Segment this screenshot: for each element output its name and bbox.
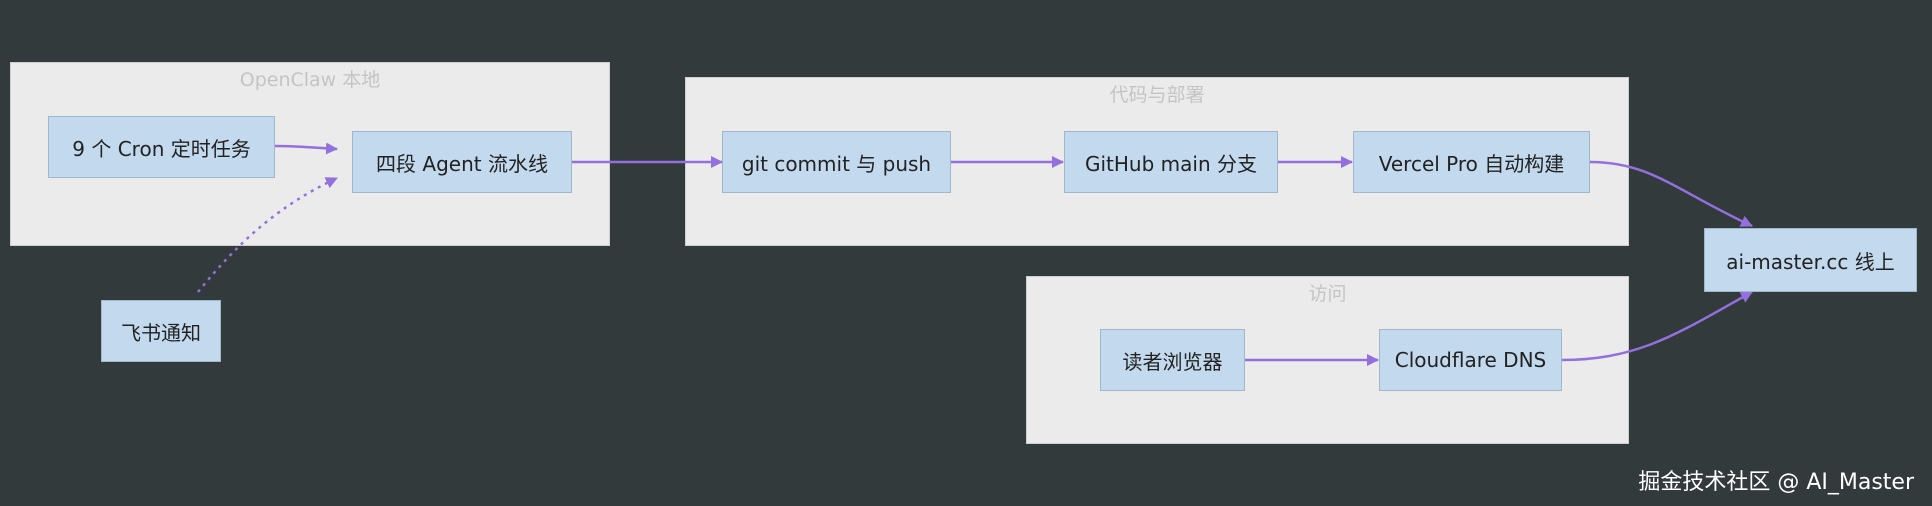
node-vercel: Vercel Pro 自动构建	[1353, 131, 1590, 193]
edge-dns-to-live	[1561, 290, 1753, 362]
edge-cron-to-pipeline	[274, 142, 338, 155]
node-browser: 读者浏览器	[1100, 329, 1245, 391]
node-live: ai-master.cc 线上	[1704, 228, 1917, 292]
node-cron: 9 个 Cron 定时任务	[48, 116, 275, 178]
watermark: 掘金技术社区 @ AI_Master	[1638, 470, 1914, 495]
group-code-deploy-title: 代码与部署	[1109, 84, 1205, 106]
node-github: GitHub main 分支	[1064, 131, 1278, 193]
group-access-title: 访问	[1308, 283, 1347, 305]
node-pipeline: 四段 Agent 流水线	[352, 131, 572, 193]
node-git: git commit 与 push	[722, 131, 951, 193]
node-feishu: 飞书通知	[101, 300, 221, 362]
edge-feishu-to-pipeline	[197, 176, 338, 293]
edge-vercel-to-live	[1589, 160, 1753, 228]
group-openclaw-title: OpenClaw 本地	[239, 69, 381, 91]
node-dns: Cloudflare DNS	[1379, 329, 1562, 391]
